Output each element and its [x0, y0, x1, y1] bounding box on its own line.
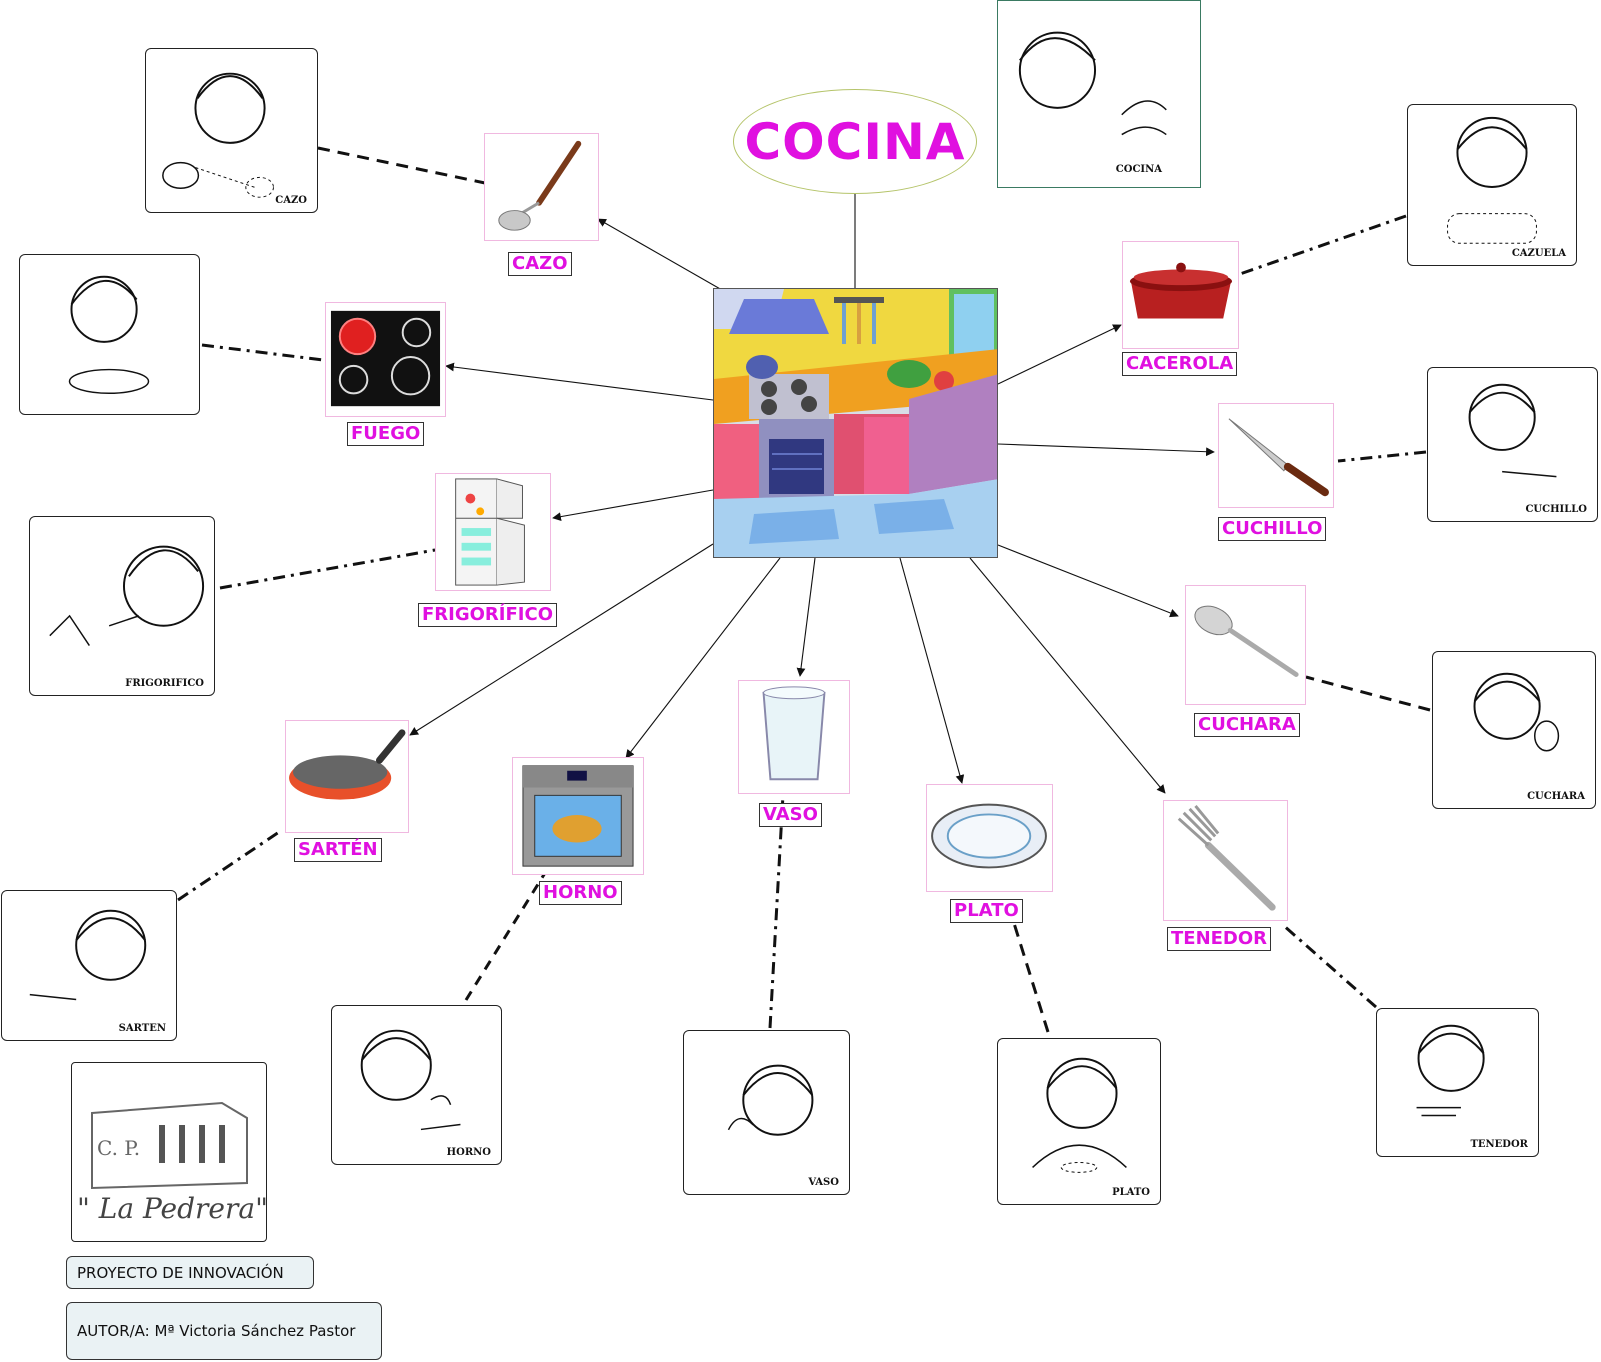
sign-card-vaso: VASO [683, 1030, 850, 1195]
title-oval: COCINA [733, 89, 977, 194]
dash-cuchara [1305, 675, 1431, 712]
sign-caption-cuchillo: CUCHILLO [1525, 504, 1587, 515]
dash-fuego [201, 343, 324, 362]
logo-line1: C. P. [97, 1136, 140, 1160]
logo-line2: " La Pedrera" [77, 1192, 266, 1225]
dash-cuchillo [1337, 450, 1427, 463]
sign-caption-frigorifico: FRIGORIFICO [125, 678, 204, 689]
arrow-horno [625, 557, 781, 759]
cuchara-image[interactable] [1185, 585, 1306, 705]
spoon-icon [1194, 605, 1233, 636]
child-face-icon [75, 909, 147, 981]
child-face-icon [194, 72, 266, 144]
child-face-icon [1417, 1024, 1485, 1092]
fork-icon [1204, 841, 1276, 911]
child-face-icon [360, 1029, 432, 1101]
tenedor-image[interactable] [1163, 800, 1288, 921]
arrow-cacerola [997, 324, 1122, 385]
child-face-icon [1473, 672, 1541, 740]
plato-image[interactable] [926, 784, 1053, 892]
sign-card-cuchillo: CUCHILLO [1427, 367, 1598, 522]
dash-horno [464, 872, 547, 1001]
project-text: PROYECTO DE INNOVACIÓN [77, 1263, 284, 1282]
sign-card-cacerola: CAZUELA [1407, 104, 1577, 266]
sign-caption-vaso: VASO [808, 1177, 839, 1188]
glass-icon [762, 691, 826, 781]
sign-card-cocina: COCINA [997, 0, 1201, 188]
sign-card-tenedor: TENEDOR [1376, 1008, 1539, 1157]
sign-caption-cuchara: CUCHARA [1527, 791, 1585, 802]
arrow-cazo [597, 218, 723, 291]
sign-card-horno: HORNO [331, 1005, 502, 1165]
sign-card-fuego [19, 254, 200, 415]
ladle-icon [536, 140, 582, 206]
sign-caption-tenedor: TENEDOR [1470, 1139, 1528, 1150]
arrow-sarten [409, 543, 714, 736]
page-title: COCINA [744, 112, 966, 171]
plato-label: PLATO [950, 899, 1023, 923]
kitchen-illustration [713, 288, 998, 558]
child-face-icon [1456, 116, 1528, 188]
arrow-cuchara [997, 544, 1179, 618]
sign-card-cazo: CAZO [145, 48, 318, 213]
cuchillo-label: CUCHILLO [1218, 517, 1327, 541]
sign-caption-cocina: COCINA [1115, 164, 1162, 175]
knife-icon [1228, 418, 1289, 472]
sign-caption-cazo: CAZO [275, 195, 307, 206]
child-face-icon [742, 1064, 814, 1136]
dash-tenedor [1282, 923, 1377, 1009]
sign-card-cuchara: CUCHARA [1432, 651, 1596, 809]
child-face-icon [1046, 1057, 1118, 1129]
sign-caption-horno: HORNO [446, 1147, 491, 1158]
frigorifico-label: FRIGORÍFICO [418, 603, 557, 627]
author-box: AUTOR/A: Mª Victoria Sánchez Pastor [66, 1302, 382, 1360]
sign-card-sarten: SARTEN [1, 890, 177, 1041]
author-text: AUTOR/A: Mª Victoria Sánchez Pastor [77, 1322, 356, 1340]
child-face-icon [122, 545, 205, 627]
horno-image[interactable] [512, 757, 644, 875]
school-logo: C. P. " La Pedrera" [71, 1062, 267, 1242]
cazo-image[interactable] [484, 133, 599, 241]
arrow-plato [899, 557, 965, 784]
horno-label: HORNO [539, 881, 622, 905]
child-face-icon [1018, 31, 1097, 109]
fuego-image[interactable] [325, 302, 446, 417]
sign-card-frigorifico: FRIGORIFICO [29, 516, 215, 696]
sign-caption-cacerola: CAZUELA [1511, 248, 1566, 259]
cuchara-label: CUCHARA [1194, 713, 1300, 737]
tenedor-label: TENEDOR [1167, 927, 1272, 951]
dash-cacerola [1239, 214, 1407, 276]
project-box: PROYECTO DE INNOVACIÓN [66, 1256, 314, 1289]
arrow-fuego [445, 362, 714, 401]
sarten-image[interactable] [285, 720, 409, 833]
child-face-icon [1468, 383, 1536, 451]
arrow-tenedor [969, 557, 1166, 794]
dash-plato [1011, 919, 1050, 1033]
dash-vaso [768, 794, 785, 1029]
arrow-cuchillo [997, 443, 1215, 457]
dash-sarten [177, 828, 283, 902]
vaso-image[interactable] [738, 680, 850, 794]
sign-caption-plato: PLATO [1112, 1187, 1150, 1198]
dash-cazo [317, 146, 486, 185]
sign-caption-sarten: SARTEN [118, 1023, 166, 1034]
fuego-label: FUEGO [347, 422, 425, 446]
cacerola-image[interactable] [1122, 241, 1239, 349]
pot-icon [1130, 281, 1232, 319]
arrow-frigorifico [552, 489, 714, 521]
sign-card-plato: PLATO [997, 1038, 1161, 1205]
arrow-vaso [796, 557, 816, 677]
frigorifico-image[interactable] [435, 473, 551, 591]
child-face-icon [70, 275, 138, 343]
cacerola-label: CACEROLA [1122, 352, 1238, 376]
dash-frigorifico [219, 548, 436, 590]
cuchillo-image[interactable] [1218, 403, 1334, 508]
vaso-label: VASO [759, 803, 822, 827]
cazo-label: CAZO [508, 252, 572, 276]
sarten-label: SARTÉN [294, 838, 382, 862]
